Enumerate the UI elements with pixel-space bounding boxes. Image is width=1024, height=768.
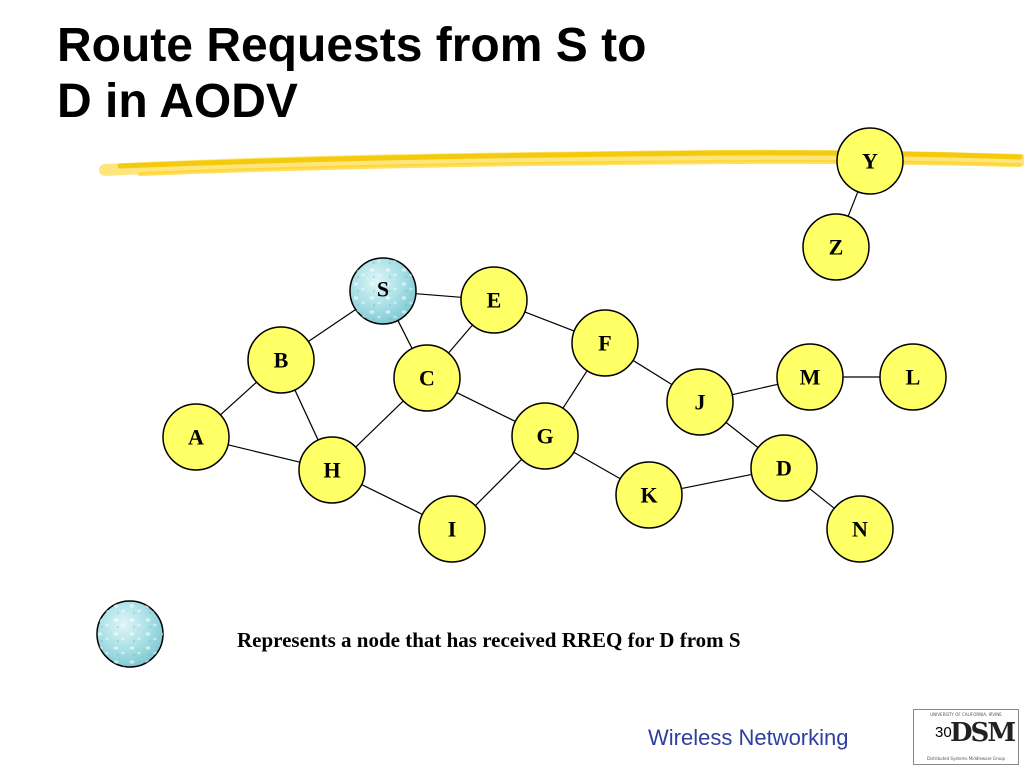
node-i: I [418, 495, 486, 563]
node-label: D [776, 456, 792, 481]
node-label: H [323, 458, 340, 483]
node-label: Y [862, 149, 878, 174]
node-circle [460, 266, 528, 334]
edge-s-e [415, 293, 462, 298]
node-n: N [826, 495, 894, 563]
node-circle [666, 368, 734, 436]
node-circle [418, 495, 486, 563]
node-bubble-texture [350, 258, 416, 324]
edge-layer [220, 191, 880, 515]
node-layer: S E F B C M L J A G H D K I N Y Z [162, 127, 947, 563]
node-label: S [377, 277, 389, 302]
logo-mark: DSM [950, 718, 1016, 748]
node-j: J [666, 368, 734, 436]
node-m: M [776, 343, 844, 411]
highlighter-underline [99, 149, 1024, 176]
logo-bottom-text: Distributed Systems Middleware Group [926, 756, 1006, 761]
node-label: N [852, 517, 868, 542]
edge-a-h [227, 444, 301, 463]
edge-h-i [361, 484, 423, 515]
node-g: G [511, 402, 579, 470]
node-circle [393, 344, 461, 412]
slide-title-line-2: D in AODV [57, 75, 298, 128]
node-f: F [571, 309, 639, 377]
node-label: C [419, 366, 435, 391]
node-label: Z [829, 235, 844, 260]
node-label: L [906, 365, 921, 390]
edge-d-n [809, 488, 835, 509]
node-s: S [349, 257, 417, 325]
legend-text: Represents a node that has received RREQ… [237, 628, 741, 652]
node-label: E [487, 288, 502, 313]
node-circle [298, 436, 366, 504]
node-circle [615, 461, 683, 529]
footer-course-title: Wireless Networking [648, 725, 849, 750]
edge-j-m [732, 383, 778, 396]
node-circle [511, 402, 579, 470]
edge-k-d [681, 473, 752, 490]
edge-b-h [294, 389, 319, 441]
edge-y-z [847, 191, 859, 217]
node-label: B [274, 348, 289, 373]
slide-title: Route Requests from S to D in AODV [57, 18, 957, 130]
node-label: M [800, 365, 821, 390]
node-label: A [188, 425, 204, 450]
legend-received-node-symbol [96, 600, 164, 668]
node-circle [826, 495, 894, 563]
node-b: B [247, 326, 315, 394]
node-k: K [615, 461, 683, 529]
node-circle [776, 343, 844, 411]
node-circle [836, 127, 904, 195]
edge-f-g [562, 370, 588, 409]
node-y: Y [836, 127, 904, 195]
node-circle [802, 213, 870, 281]
node-e: E [460, 266, 528, 334]
edge-c-h [355, 400, 404, 448]
node-circle [162, 403, 230, 471]
edge-j-d [725, 421, 759, 449]
node-z: Z [802, 213, 870, 281]
edge-s-c [397, 320, 413, 349]
node-d: D [750, 434, 818, 502]
edge-s-b [307, 308, 357, 343]
node-label: K [640, 483, 657, 508]
edge-f-j [632, 359, 673, 386]
node-c: C [393, 344, 461, 412]
node-l: L [879, 343, 947, 411]
page-number: 30 [935, 724, 952, 741]
slide-title-line-1: Route Requests from S to [57, 19, 647, 72]
logo-top-text: UNIVERSITY OF CALIFORNIA, IRVINE [930, 712, 1002, 717]
node-label: F [598, 331, 611, 356]
node-a: A [162, 403, 230, 471]
node-circle [247, 326, 315, 394]
node-label: J [695, 390, 706, 415]
dsm-logo: UNIVERSITY OF CALIFORNIA, IRVINE DSM Dis… [913, 709, 1019, 765]
edge-e-c [448, 324, 473, 354]
edge-g-i [474, 458, 523, 507]
node-circle [571, 309, 639, 377]
edge-e-f [524, 311, 575, 332]
node-label: G [536, 424, 553, 449]
node-circle [879, 343, 947, 411]
edge-b-a [220, 381, 257, 416]
node-label: I [448, 517, 457, 542]
edge-c-g [456, 392, 516, 422]
node-h: H [298, 436, 366, 504]
edge-g-k [573, 451, 621, 480]
node-circle [750, 434, 818, 502]
